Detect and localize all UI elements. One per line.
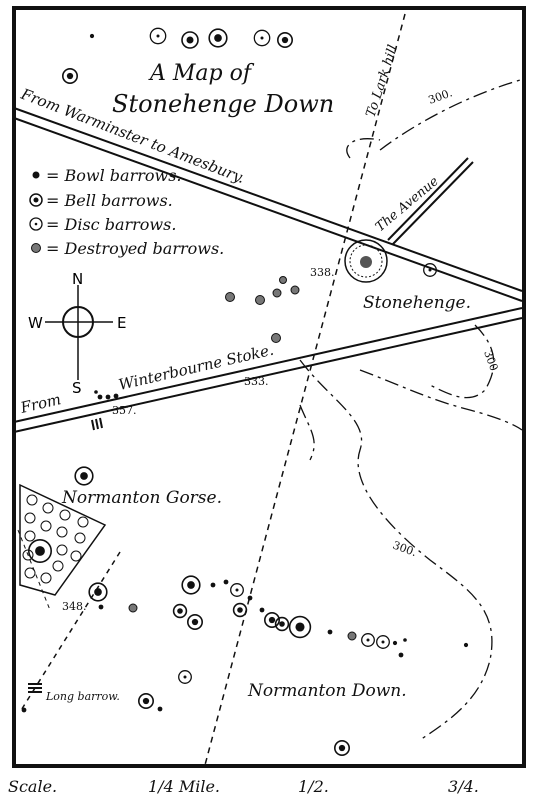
barrow-bell: [88, 582, 108, 602]
height-333: 333.: [244, 375, 269, 388]
barrow-bell: [276, 31, 293, 48]
cairn-mark: [95, 418, 99, 430]
height-300-mid: 300.: [391, 539, 418, 560]
height-348: 348.: [62, 600, 87, 613]
scale-three-quarter: 3/4.: [448, 777, 479, 796]
height-300-top: 300.: [427, 86, 454, 107]
scale-half: 1/2.: [298, 777, 329, 796]
title-line2: Stonehenge Down: [112, 90, 334, 118]
legend-disc-symbol: [29, 217, 43, 231]
legend-destroyed-symbol: [31, 243, 41, 253]
road-winterbourne: [13, 307, 523, 433]
track-lark-hill: [204, 13, 406, 766]
compass-n: N: [72, 270, 83, 288]
barrow-bowl: [327, 629, 333, 635]
barrow-bowl: [105, 394, 111, 400]
barrow-bell: [138, 692, 155, 709]
legend: = Bowl barrows. = Bell barrows. = Disc b…: [29, 166, 224, 258]
place-normanton-down: Normanton Down.: [247, 681, 407, 701]
barrow-bell: [263, 611, 280, 628]
place-long-barrow: Long barrow.: [45, 690, 120, 703]
barrow-bowl: [398, 652, 404, 658]
barrow-disc: [149, 27, 167, 45]
long-barrow-symbol: [28, 683, 42, 693]
scale-bar: Scale. 1/4 Mile. 1/2. 3/4.: [8, 777, 479, 796]
height-338: 338.: [310, 266, 335, 279]
barrow-bell: [74, 466, 94, 486]
barrow-bowl: [247, 595, 253, 601]
compass-w: W: [28, 314, 43, 332]
barrow-bowl: [463, 642, 469, 648]
compass-e: E: [117, 314, 126, 332]
barrow-destroyed: [279, 276, 287, 284]
barrow-destroyed: [271, 333, 281, 343]
legend-bowl-label: = Bowl barrows.: [46, 166, 181, 185]
barrow-bowl: [113, 393, 119, 399]
barrow-bell: [232, 602, 248, 618]
barrow-bowl: [97, 394, 103, 400]
legend-destroyed-label: = Destroyed barrows.: [46, 239, 224, 258]
barrow-bowl: [210, 582, 216, 588]
normanton-gorse-wood: [19, 483, 107, 596]
barrow-bell: [27, 538, 52, 563]
barrow-destroyed: [272, 288, 282, 298]
legend-bowl-symbol: [32, 171, 40, 179]
barrow-bowl: [157, 706, 163, 712]
height-357: 357.: [112, 404, 137, 417]
barrow-bowl: [21, 707, 27, 713]
barrow-bowl: [89, 33, 95, 39]
legend-bell-symbol: [29, 193, 43, 207]
place-normanton-gorse: Normanton Gorse.: [61, 488, 222, 508]
scale-quarter: 1/4 Mile.: [148, 777, 220, 796]
barrow-disc: [230, 583, 244, 597]
cairn-mark: [99, 417, 103, 429]
barrow-disc: [423, 263, 437, 277]
compass-rose: N S E W: [28, 270, 126, 397]
scale-label: Scale.: [8, 777, 57, 796]
height-300-right: 300.: [481, 349, 502, 376]
barrow-disc: [178, 670, 192, 684]
barrow-bell: [274, 616, 290, 632]
track-west: [19, 551, 121, 713]
barrow-bell: [181, 31, 199, 49]
place-stonehenge: Stonehenge.: [363, 293, 471, 313]
barrow-disc: [253, 29, 271, 47]
barrow-disc: [361, 633, 375, 647]
road-warminster: [13, 107, 523, 302]
legend-bell-label: = Bell barrows.: [46, 191, 173, 210]
stonehenge-monument: [344, 239, 388, 283]
barrow-bell: [61, 68, 78, 85]
barrow-destroyed: [225, 292, 235, 302]
lark-hill-label: To Lark hill: [364, 43, 401, 119]
barrow-bell: [288, 615, 312, 639]
barrow-markers: [21, 27, 469, 756]
barrow-bell: [172, 603, 188, 619]
cairn-mark: [91, 419, 95, 431]
barrow-disc: [376, 635, 390, 649]
title-line1: A Map of: [148, 61, 255, 86]
barrow-bell: [208, 28, 228, 48]
the-avenue: [387, 157, 474, 245]
legend-disc-label: = Disc barrows.: [46, 215, 176, 234]
barrow-destroyed: [290, 285, 300, 295]
compass-s: S: [72, 379, 82, 397]
barrow-destroyed: [255, 295, 265, 305]
contour-300: [299, 79, 523, 741]
barrow-bell: [333, 739, 350, 756]
barrow-bowl: [94, 390, 98, 394]
barrow-bell: [181, 575, 201, 595]
barrow-bowl: [259, 607, 265, 613]
barrow-bowl: [98, 604, 104, 610]
barrow-bowl: [403, 638, 407, 642]
barrow-bell: [187, 613, 204, 630]
barrow-bowl: [223, 579, 229, 585]
barrow-bowl: [392, 640, 398, 646]
barrow-destroyed: [128, 603, 138, 613]
barrow-destroyed: [347, 631, 357, 641]
